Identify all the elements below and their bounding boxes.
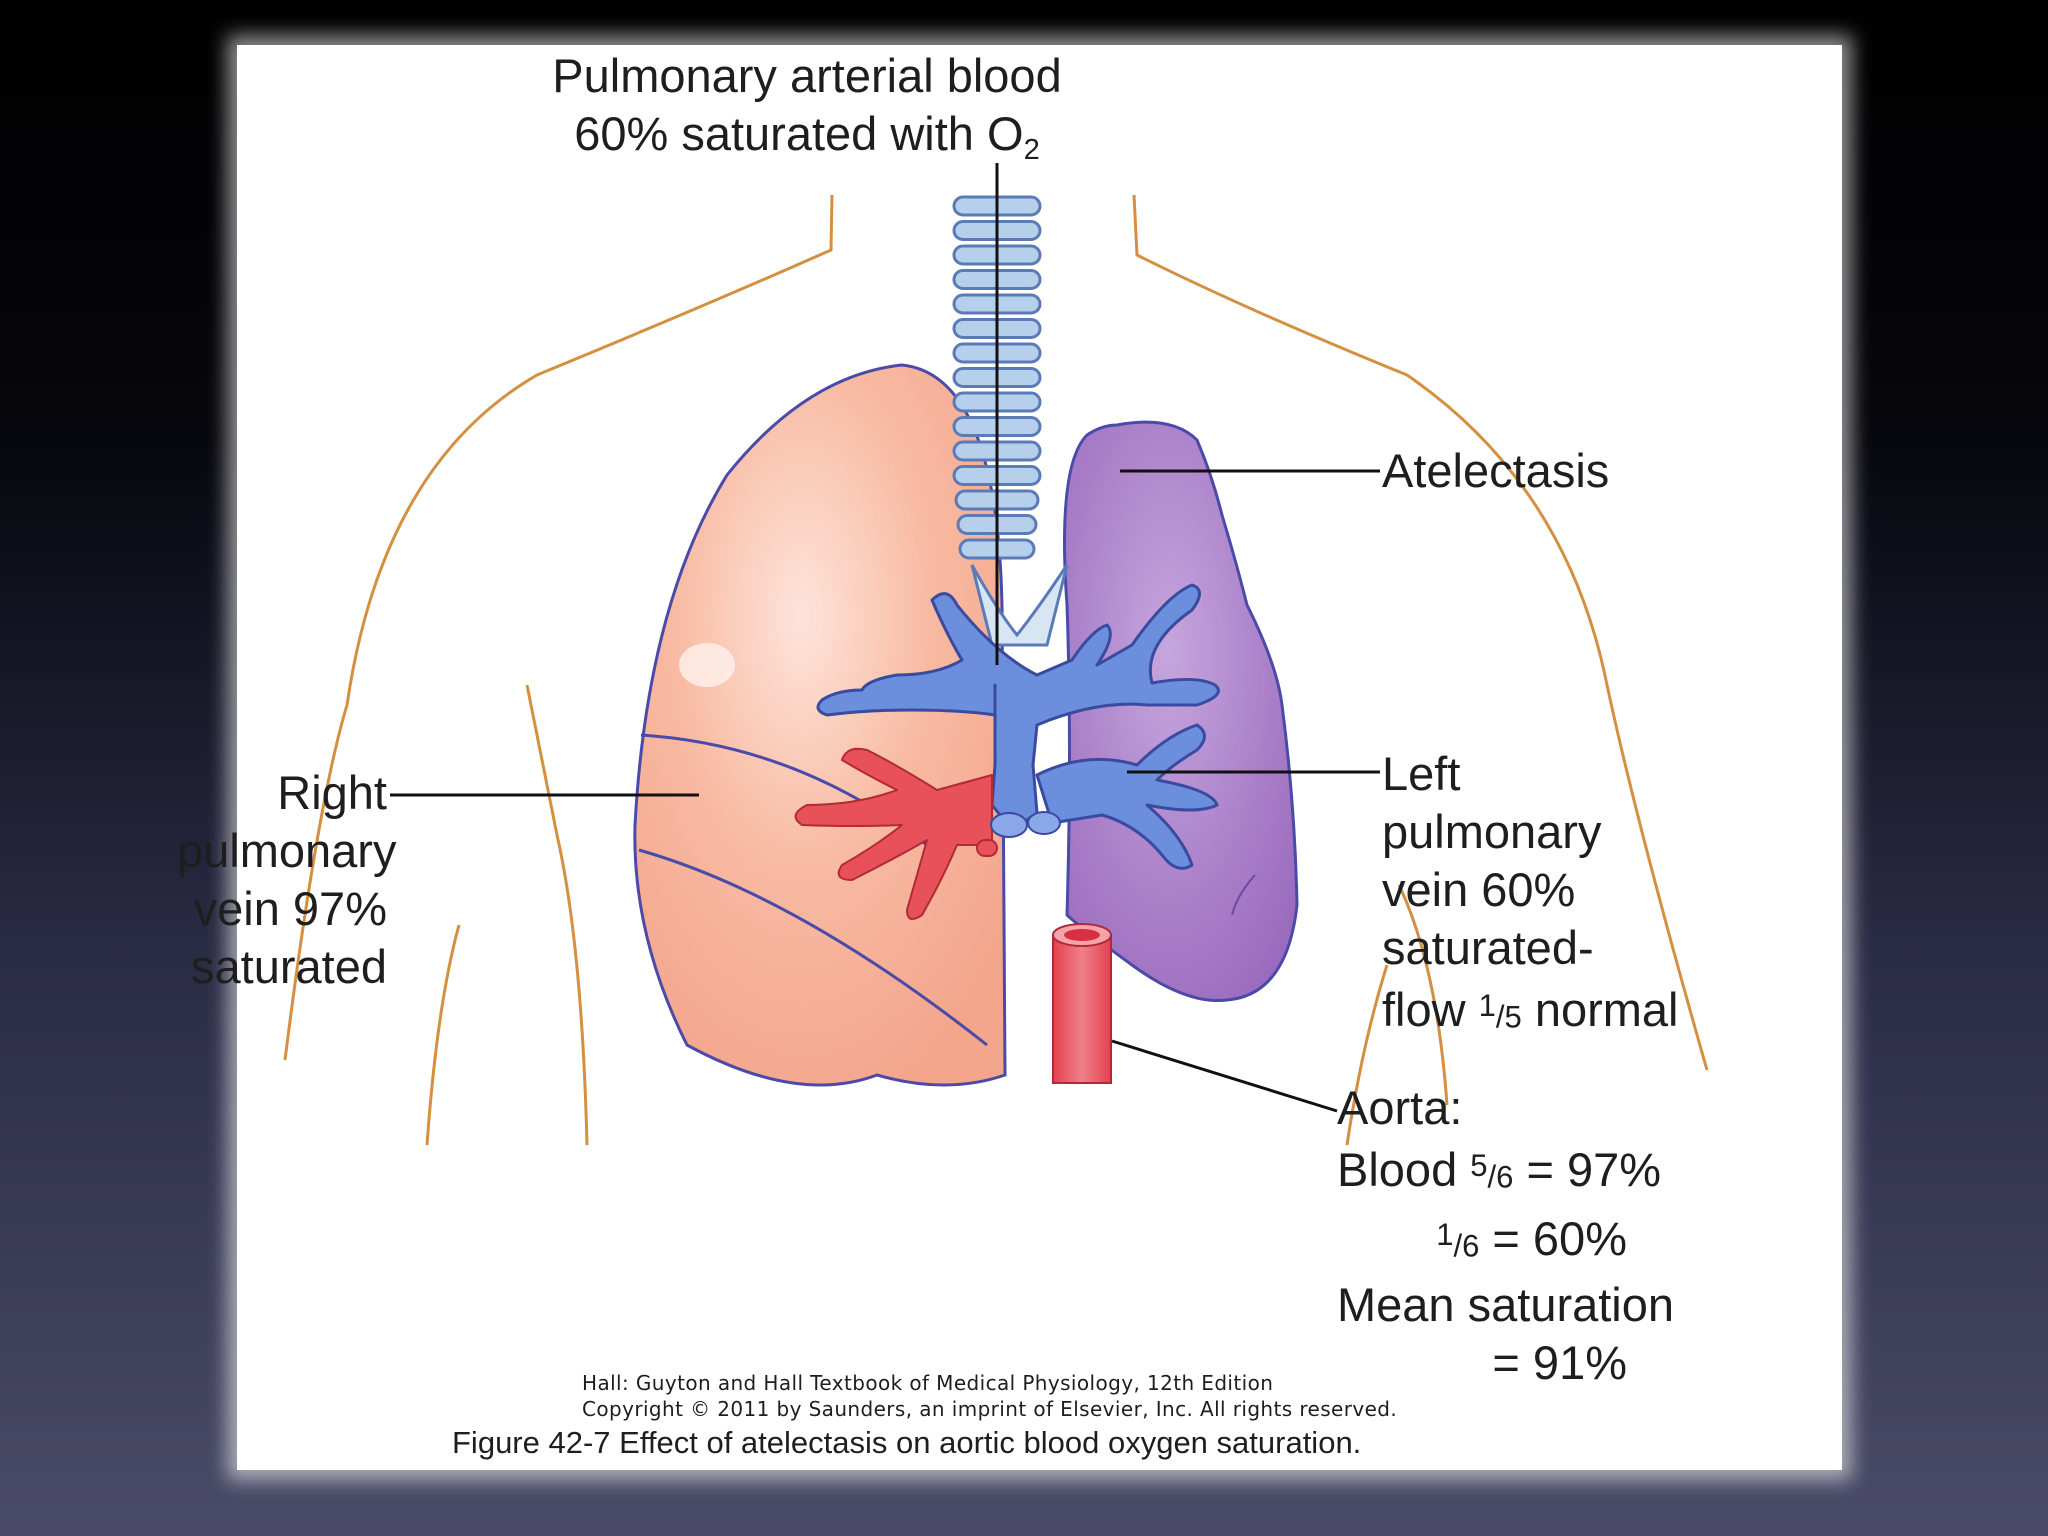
- blood-frac-den: 6: [1496, 1159, 1514, 1195]
- right-vein-line4: saturated: [191, 940, 387, 993]
- aorta: [1052, 923, 1112, 1084]
- blood-frac-slash: /: [1487, 1159, 1497, 1195]
- left-vein-line4: saturated-: [1382, 921, 1594, 974]
- pulmonary-arterial-label: Pulmonary arterial blood 60% saturated w…: [527, 47, 1087, 170]
- aorta-title: Aorta:: [1337, 1081, 1463, 1134]
- vessel-ends: [990, 811, 1061, 838]
- left-vein-line1: Left: [1382, 747, 1461, 800]
- mean-saturation-value: = 91%: [1492, 1335, 1627, 1389]
- mean-saturation-label: Mean saturation: [1337, 1277, 1675, 1331]
- left-pulmonary-vein-label: Left pulmonary vein 60% saturated- flow …: [1382, 745, 1679, 1046]
- second-frac-num: 1: [1436, 1217, 1454, 1253]
- second-frac-slash: /: [1453, 1228, 1463, 1264]
- atelectasis-figure: [283, 163, 1709, 1146]
- normal-word: normal: [1521, 982, 1679, 1036]
- blood-frac-num: 5: [1470, 1148, 1488, 1183]
- right-lung: [633, 363, 1007, 1087]
- pulmonary-artery: [816, 583, 1220, 870]
- flow-frac-num: 1: [1478, 988, 1496, 1023]
- left-vein-line2: pulmonary: [1382, 805, 1602, 858]
- body-outline: [283, 194, 1709, 1146]
- right-vein-line3: vein 97%: [193, 882, 387, 935]
- aorta-leader: [1111, 1039, 1338, 1113]
- aorta-blood-line: Blood 5/6 = 97%: [1337, 1137, 1661, 1206]
- right-vein-line2: pulmonary: [177, 824, 397, 877]
- flow-word: flow: [1382, 982, 1479, 1036]
- right-vein-line1: Right: [277, 766, 387, 819]
- left-vein-line3: vein 60%: [1382, 863, 1576, 916]
- flow-frac-den: 5: [1504, 999, 1522, 1035]
- top-label-line2: 60% saturated with O2: [527, 105, 1087, 170]
- second-value: = 60%: [1479, 1212, 1627, 1266]
- slide: Pulmonary arterial blood 60% saturated w…: [177, 45, 1842, 1470]
- right-pulmonary-vein-label: Right pulmonary vein 97% saturated: [177, 764, 397, 996]
- atelectasis-label: Atelectasis: [1382, 444, 1610, 497]
- flow-frac-slash: /: [1495, 999, 1505, 1035]
- top-label-prefix: 60% saturated with O: [574, 107, 1024, 160]
- blood-value: = 97%: [1513, 1142, 1662, 1196]
- o2-subscript: 2: [1023, 133, 1040, 166]
- right-pulmonary-vein: [794, 747, 998, 920]
- leader-lines: [390, 163, 1380, 1113]
- aorta-label: Aorta: Blood 5/6 = 97% 1/6 = 60% Mean sa…: [1337, 1079, 1675, 1392]
- blood-word: Blood: [1337, 1142, 1471, 1196]
- aorta-second-line: 1/6 = 60%: [1337, 1206, 1627, 1275]
- left-lung-atelectatic: [1063, 420, 1299, 1003]
- top-label-line1: Pulmonary arterial blood: [552, 49, 1062, 102]
- credit-line2: Copyright © 2011 by Saunders, an imprint…: [582, 1397, 1398, 1421]
- left-vein-line5: flow 1/5 normal: [1382, 977, 1679, 1046]
- figure-caption: Figure 42-7 Effect of atelectasis on aor…: [452, 1425, 1362, 1460]
- credit-line1: Hall: Guyton and Hall Textbook of Medica…: [582, 1371, 1274, 1395]
- second-frac-den: 6: [1462, 1228, 1480, 1264]
